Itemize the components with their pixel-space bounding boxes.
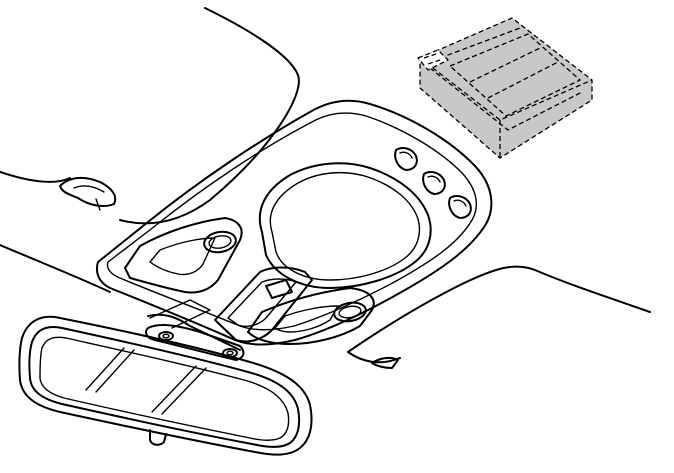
control-module-dashed: [417, 17, 593, 159]
rearview-mirror: [18, 313, 313, 456]
visor-clip-right: [371, 356, 399, 369]
visor-clip-left: [59, 176, 117, 211]
button-row: [394, 147, 472, 219]
headliner: [0, 7, 651, 364]
overhead-console: [95, 99, 493, 346]
